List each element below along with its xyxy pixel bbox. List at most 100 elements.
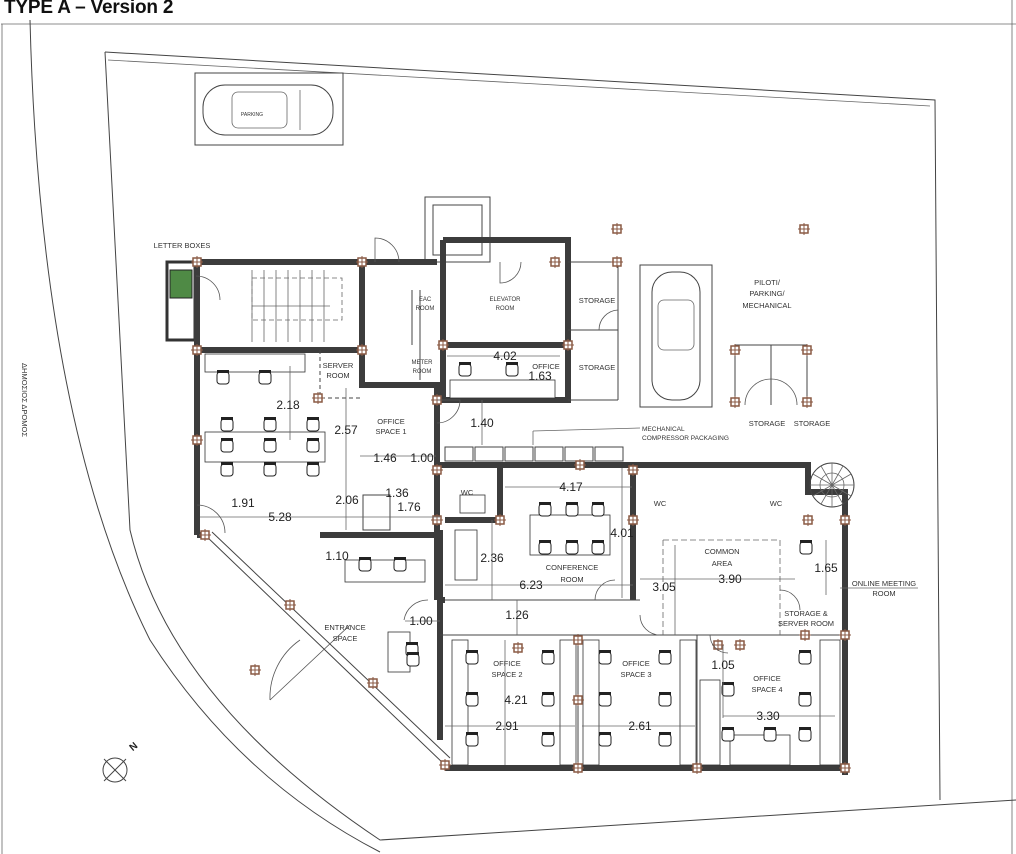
desk — [729, 734, 791, 766]
chair-icon — [220, 462, 234, 477]
label-office-space-2: SPACE 2 — [491, 670, 522, 679]
label-wc: WC — [461, 488, 474, 497]
chair-icon — [358, 557, 372, 572]
compressor-unit — [474, 446, 504, 462]
chair-icon — [565, 540, 579, 555]
column-icon — [249, 664, 261, 676]
chair-icon — [591, 540, 605, 555]
label-meter-room: METER — [412, 360, 434, 366]
dimension-label: 2.18 — [276, 398, 300, 412]
label-office-space-3: OFFICE — [622, 659, 650, 668]
label-letter-boxes: LETTER BOXES — [154, 241, 211, 250]
dimension-label: 1.91 — [231, 496, 255, 510]
chair-icon — [658, 650, 672, 665]
label-online-meeting-room: ROOM — [872, 589, 895, 598]
label-piloti: MECHANICAL — [742, 301, 791, 310]
plan-title: TYPE A – Version 2 — [4, 0, 174, 18]
label-common-area: COMMON — [705, 547, 740, 556]
compressor-unit — [564, 446, 594, 462]
column-icon — [729, 344, 741, 356]
dimension-label: 4.02 — [493, 349, 517, 363]
staircase — [194, 259, 365, 353]
column-icon — [574, 459, 586, 471]
dimension-label: 4.17 — [559, 480, 583, 494]
column-icon — [191, 344, 203, 356]
column-icon — [572, 634, 584, 646]
car-label: PARKING — [241, 112, 263, 118]
parking-space: PARKING — [194, 72, 344, 146]
chair-icon — [458, 362, 472, 377]
label-office-space-4: SPACE 4 — [751, 685, 782, 694]
doors — [195, 237, 801, 701]
column-icon — [572, 762, 584, 774]
chair-icon — [598, 692, 612, 707]
label-server-room: SERVER — [323, 361, 354, 370]
column-icon — [691, 762, 703, 774]
chair-icon — [798, 692, 812, 707]
column-icon — [839, 762, 851, 774]
column-icon — [572, 694, 584, 706]
column-icon — [729, 396, 741, 408]
dimension-label: 1.05 — [711, 658, 735, 672]
label-storage: STORAGE — [579, 363, 616, 372]
chair-icon — [263, 417, 277, 432]
column-icon — [431, 514, 443, 526]
dimension-label: 1.76 — [397, 500, 421, 514]
label-wc: WC — [770, 499, 783, 508]
dimension-label: 1.46 — [373, 451, 397, 465]
column-icon — [284, 599, 296, 611]
car-icon — [202, 84, 334, 136]
label-conference-room: ROOM — [560, 575, 583, 584]
dimension-label: 2.36 — [480, 551, 504, 565]
dimension-label: 1.00 — [409, 614, 433, 628]
label-entrance-space: SPACE — [333, 634, 358, 643]
column-icon — [199, 529, 211, 541]
label-piloti: PILOTI/ — [754, 278, 781, 287]
column-icon — [839, 514, 851, 526]
label-storage: STORAGE — [749, 419, 786, 428]
chair-icon — [258, 370, 272, 385]
dimension-lines — [200, 355, 835, 765]
walls — [194, 237, 848, 775]
dimension-label: 2.61 — [628, 719, 652, 733]
chair-icon — [799, 540, 813, 555]
column-icon — [627, 514, 639, 526]
desk — [819, 639, 841, 766]
chair-icon — [591, 502, 605, 517]
column-icon — [799, 629, 811, 641]
column-icon — [562, 339, 574, 351]
chair-icon — [216, 370, 230, 385]
chair-icon — [798, 727, 812, 742]
label-office-space-3: SPACE 3 — [620, 670, 651, 679]
column-icon — [431, 464, 443, 476]
dimension-label: 4.21 — [504, 693, 528, 707]
label-server-room: ROOM — [326, 371, 349, 380]
desk — [454, 529, 478, 581]
chair-icon — [721, 682, 735, 697]
chair-icon — [220, 438, 234, 453]
car-icon — [651, 271, 701, 401]
desk — [449, 379, 556, 399]
north-label: N — [128, 741, 141, 754]
column-icon — [611, 256, 623, 268]
compressor-unit — [534, 446, 564, 462]
chair-icon — [541, 692, 555, 707]
chair-icon — [565, 502, 579, 517]
desk — [204, 353, 306, 373]
chair-icon — [465, 650, 479, 665]
column-icon — [356, 256, 368, 268]
chair-icon — [538, 540, 552, 555]
label-common-area: AREA — [712, 559, 732, 568]
furniture — [204, 353, 841, 766]
dimension-label: 4.01 — [610, 526, 634, 540]
label-eac-room: ROOM — [416, 306, 435, 312]
chair-icon — [406, 652, 420, 667]
dimension-label: 6.23 — [519, 578, 543, 592]
columns — [191, 223, 851, 774]
column-icon — [734, 639, 746, 651]
column-icon — [191, 256, 203, 268]
label-office-space-2: OFFICE — [493, 659, 521, 668]
chair-icon — [306, 417, 320, 432]
